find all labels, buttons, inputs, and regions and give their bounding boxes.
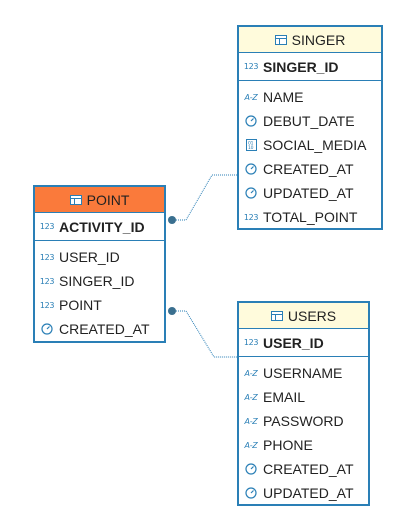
singer-column-row[interactable]: CREATED_AT xyxy=(239,157,381,181)
table-icon xyxy=(274,34,287,45)
singer-column-name: DEBUT_DATE xyxy=(263,113,355,129)
point-column-row[interactable]: CREATED_AT xyxy=(35,317,164,341)
singer-pk-name: SINGER_ID xyxy=(263,58,339,75)
users-column-name: USERNAME xyxy=(263,365,343,381)
entity-singer-title: SINGER xyxy=(291,31,346,48)
singer-column-row[interactable]: DEBUT_DATE xyxy=(239,109,381,133)
clock-icon xyxy=(243,187,259,199)
clock-icon xyxy=(243,463,259,475)
users-pk-row[interactable]: 123 USER_ID xyxy=(239,329,368,357)
text-type-icon: A-Z xyxy=(244,92,258,102)
clock-icon xyxy=(39,323,55,335)
users-column-name: PHONE xyxy=(263,437,313,453)
svg-text:10: 10 xyxy=(248,145,254,151)
point-column-name: SINGER_ID xyxy=(59,273,135,289)
numeric-type-icon: 123 xyxy=(243,338,259,347)
numeric-type-icon: 123 xyxy=(243,62,259,71)
relation-point-singer[interactable] xyxy=(172,174,238,221)
numeric-type-icon: 123 xyxy=(39,276,55,286)
users-column-name: EMAIL xyxy=(263,389,306,405)
users-pk-name: USER_ID xyxy=(263,334,324,351)
users-column-row[interactable]: A-Z USERNAME xyxy=(239,361,368,385)
entity-singer[interactable]: SINGER 123 SINGER_ID A-Z NAME DEBUT_DATE 01… xyxy=(237,25,383,230)
users-column-name: CREATED_AT xyxy=(263,461,354,477)
relation-point-users-end xyxy=(168,307,176,315)
relation-point-users[interactable] xyxy=(172,310,238,358)
point-column-name: USER_ID xyxy=(59,249,120,265)
entity-point-title: POINT xyxy=(86,191,130,208)
text-type-icon: A-Z xyxy=(244,392,258,402)
text-type-icon: A-Z xyxy=(244,368,258,378)
users-column-row[interactable]: UPDATED_AT xyxy=(239,481,368,505)
point-column-name: POINT xyxy=(59,297,102,313)
users-column-row[interactable]: A-Z EMAIL xyxy=(239,385,368,409)
clock-icon xyxy=(243,115,259,127)
singer-column-name: UPDATED_AT xyxy=(263,185,354,201)
singer-column-row[interactable]: 123 TOTAL_POINT xyxy=(239,205,381,229)
users-column-name: PASSWORD xyxy=(263,413,344,429)
entity-singer-header[interactable]: SINGER xyxy=(239,27,381,53)
clock-icon xyxy=(243,163,259,175)
numeric-type-icon: 123 xyxy=(243,212,259,222)
numeric-type-icon: 123 xyxy=(39,222,55,231)
point-column-row[interactable]: 123 POINT xyxy=(35,293,164,317)
svg-text:01: 01 xyxy=(248,141,254,147)
singer-column-name: NAME xyxy=(263,89,304,105)
point-column-name: CREATED_AT xyxy=(59,321,150,337)
entity-point-header[interactable]: POINT xyxy=(35,187,164,213)
users-column-row[interactable]: A-Z PASSWORD xyxy=(239,409,368,433)
entity-users-title: USERS xyxy=(287,307,337,324)
table-icon xyxy=(69,194,82,205)
numeric-type-icon: 123 xyxy=(39,300,55,310)
singer-column-name: SOCIAL_MEDIA xyxy=(263,137,367,153)
entity-users-header[interactable]: USERS xyxy=(239,303,368,329)
users-column-row[interactable]: A-Z PHONE xyxy=(239,433,368,457)
clock-icon xyxy=(243,487,259,499)
singer-column-row[interactable]: A-Z NAME xyxy=(239,85,381,109)
users-column-row[interactable]: CREATED_AT xyxy=(239,457,368,481)
point-pk-row[interactable]: 123 ACTIVITY_ID xyxy=(35,213,164,241)
text-type-icon: A-Z xyxy=(244,440,258,450)
point-pk-name: ACTIVITY_ID xyxy=(59,218,145,235)
singer-column-name: CREATED_AT xyxy=(263,161,354,177)
users-column-name: UPDATED_AT xyxy=(263,485,354,501)
point-column-row[interactable]: 123 USER_ID xyxy=(35,245,164,269)
singer-column-name: TOTAL_POINT xyxy=(263,209,358,225)
singer-pk-row[interactable]: 123 SINGER_ID xyxy=(239,53,381,81)
relation-point-singer-end xyxy=(168,216,176,224)
text-type-icon: A-Z xyxy=(244,416,258,426)
numeric-type-icon: 123 xyxy=(39,252,55,262)
singer-column-row[interactable]: UPDATED_AT xyxy=(239,181,381,205)
table-icon xyxy=(270,310,283,321)
point-column-row[interactable]: 123 SINGER_ID xyxy=(35,269,164,293)
